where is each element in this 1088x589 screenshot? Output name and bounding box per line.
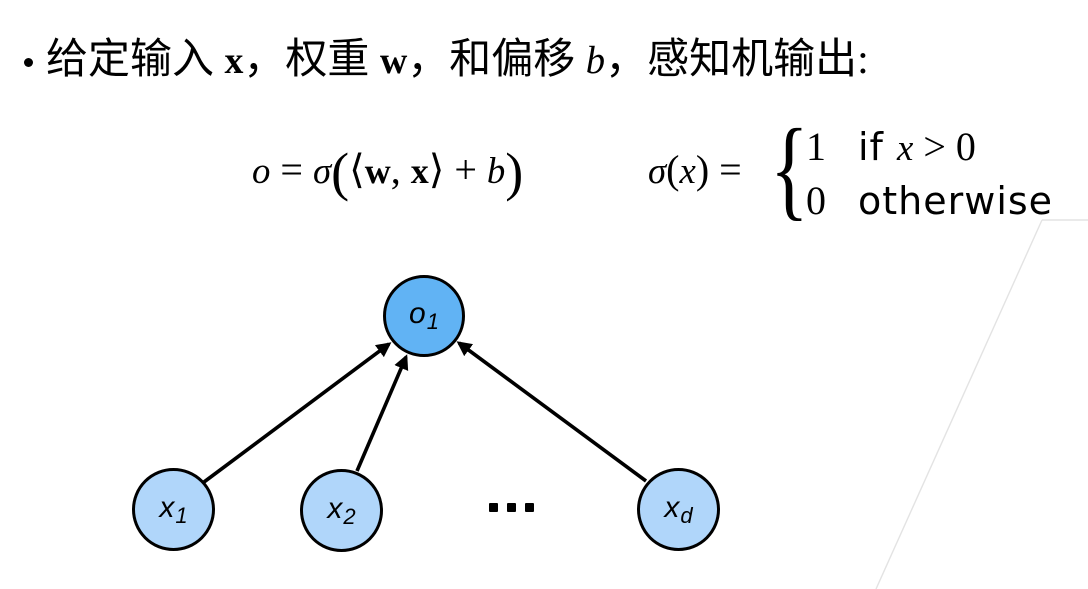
node-x2-base: x [327, 491, 343, 525]
decor-line-diagonal [875, 219, 1043, 589]
bullet-marker [24, 58, 33, 67]
eq-langle: ⟨ [349, 147, 365, 192]
node-o1-subscript: 1 [426, 309, 439, 334]
sigma-cases: { 1 if x > 0 0 otherwise [770, 107, 1088, 234]
node-o1: o1 [383, 275, 465, 357]
eq-sigma: σ [312, 150, 332, 191]
node-x2: x2 [300, 469, 383, 552]
intro-text: 给定输入 x，权重 w，和偏移 b，感知机输出: [46, 34, 869, 87]
eq-rangle: ⟩ [428, 147, 445, 192]
node-x1-label: x1 [159, 491, 187, 529]
eq-rparen: ) [505, 142, 524, 203]
node-x1: x1 [132, 468, 215, 551]
intro-text-segment: ，感知机输出: [605, 37, 869, 83]
sigma-definition: σ(x) = [648, 142, 752, 199]
eq-x-bold: x [410, 151, 429, 191]
math-w-bold: w [379, 40, 408, 82]
ellipsis-dots [489, 503, 534, 512]
case-2-otherwise: otherwise [858, 179, 1054, 223]
eq-lparen: ( [331, 142, 350, 203]
ellipsis-dot [507, 503, 516, 512]
node-xd-base: x [664, 490, 680, 524]
case-2-value: 0 [806, 178, 826, 223]
case-1-value: 1 [806, 124, 826, 169]
case-row-2: 0 otherwise [806, 174, 1053, 228]
eq-w-bold: w [364, 151, 391, 191]
ellipsis-dot [489, 503, 498, 512]
eq-b-italic: b [486, 150, 506, 191]
node-xd-subscript: d [680, 502, 693, 528]
case-1-gt-zero: > 0 [913, 124, 976, 169]
math-x-bold: x [224, 40, 244, 82]
node-xd: xd [637, 468, 720, 551]
edge-x1-to-o1 [202, 342, 392, 484]
ellipsis-dot [525, 503, 534, 512]
node-o1-label: o1 [409, 297, 439, 335]
case-1-x: x [897, 127, 914, 168]
eq-equals: = [270, 147, 313, 192]
intro-text-segment: ，和偏移 [407, 37, 586, 83]
cases-rows: 1 if x > 0 0 otherwise [806, 120, 1053, 228]
edge-x2-to-o1 [355, 354, 409, 472]
node-x2-label: x2 [327, 492, 355, 530]
eq-comma: , [390, 147, 411, 192]
node-o1-base: o [409, 297, 426, 330]
sigma-symbol: σ [648, 150, 667, 191]
sigma-arg-x: x [679, 150, 696, 191]
node-x2-subscript: 2 [343, 503, 356, 529]
case-1-if: if [858, 125, 898, 169]
case-2-condition: otherwise [858, 178, 1053, 223]
intro-text-segment: 给定输入 [46, 37, 225, 83]
output-equation: o = σ(⟨w, x⟩ + b) [252, 142, 523, 200]
case-row-1: 1 if x > 0 [806, 120, 1053, 174]
case-1-condition: if x > 0 [858, 124, 976, 169]
eq-o: o [252, 150, 271, 191]
sigma-lparen: ( [666, 147, 680, 192]
intro-text-segment: ，权重 [243, 37, 380, 83]
math-b-italic: b [585, 40, 606, 82]
eq-plus: + [444, 147, 487, 192]
sigma-rparen-equals: ) = [695, 147, 752, 192]
cases-brace: { [770, 107, 809, 231]
node-x1-subscript: 1 [175, 502, 188, 528]
node-xd-label: xd [664, 491, 692, 529]
edge-xd-to-o1 [456, 341, 648, 483]
node-x1-base: x [159, 490, 175, 524]
